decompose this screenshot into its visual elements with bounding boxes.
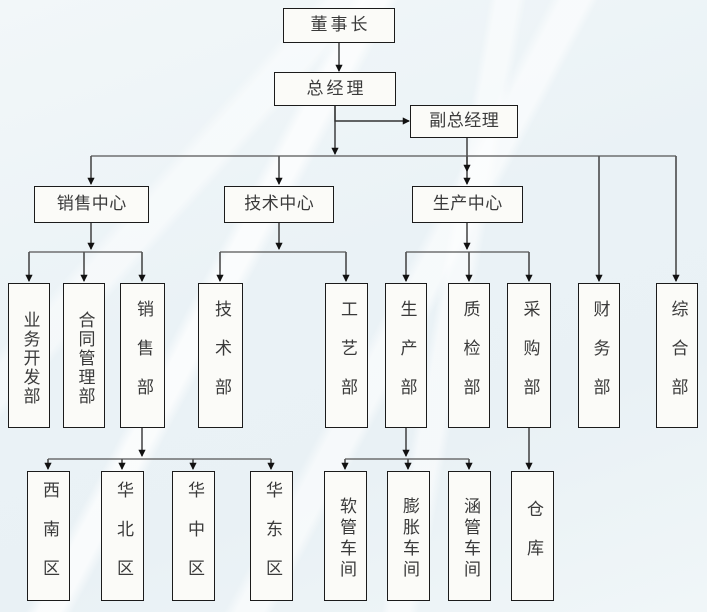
node-finance-dept[interactable]: 财务部 [578,283,620,428]
node-tech-dept[interactable]: 技术部 [198,283,243,428]
node-southwest-region-label: 西南区 [39,480,59,598]
node-business-dev-dept[interactable]: 业务开发部 [8,283,50,428]
node-deputy-general-manager[interactable]: 副总经理 [410,105,518,138]
edge-gm-to-deputy [334,106,411,125]
node-general-manager-label: 总经理 [306,78,367,99]
node-quality-dept[interactable]: 质检部 [448,283,490,428]
node-chairman-label: 董事长 [310,15,371,35]
node-craft-dept-label: 工艺部 [337,300,357,417]
node-southwest-region[interactable]: 西南区 [27,471,70,601]
node-north-region[interactable]: 华北区 [101,471,144,601]
node-admin-dept-label: 综合部 [667,300,688,417]
node-north-region-label: 华北区 [113,480,133,598]
node-culvert-workshop[interactable]: 涵管车间 [448,471,491,601]
node-culvert-workshop-label: 涵管车间 [460,497,480,581]
node-production-dept[interactable]: 生产部 [385,283,427,428]
node-sales-center-label: 销售中心 [56,194,127,214]
node-chairman[interactable]: 董事长 [283,8,395,43]
node-production-center-label: 生产中心 [432,194,503,214]
node-tech-center[interactable]: 技术中心 [224,186,334,223]
node-contract-mgmt-dept[interactable]: 合同管理部 [63,283,105,428]
node-tech-dept-label: 技术部 [211,300,231,417]
node-business-dev-dept-label: 业务开发部 [19,311,40,406]
node-sales-dept[interactable]: 销售部 [120,283,165,428]
node-finance-dept-label: 财务部 [589,300,610,417]
node-east-region-label: 华东区 [262,480,282,598]
node-purchasing-dept-label: 采购部 [519,300,540,417]
node-tech-center-label: 技术中心 [244,194,315,214]
node-production-center[interactable]: 生产中心 [412,186,523,223]
node-craft-dept[interactable]: 工艺部 [325,283,368,428]
node-central-region-label: 华中区 [184,480,204,598]
node-warehouse-label: 仓库 [523,500,543,578]
node-quality-dept-label: 质检部 [459,300,480,417]
node-warehouse[interactable]: 仓库 [511,471,554,601]
node-hose-workshop[interactable]: 软管车间 [324,471,367,601]
node-production-dept-label: 生产部 [396,300,417,417]
node-admin-dept[interactable]: 综合部 [656,283,698,428]
node-expansion-workshop-label: 膨胀车间 [399,497,419,581]
node-hose-workshop-label: 软管车间 [336,497,356,581]
node-deputy-general-manager-label: 副总经理 [429,111,500,131]
node-expansion-workshop[interactable]: 膨胀车间 [387,471,430,601]
node-purchasing-dept[interactable]: 采购部 [507,283,551,428]
node-central-region[interactable]: 华中区 [172,471,215,601]
node-sales-dept-label: 销售部 [133,300,153,417]
node-contract-mgmt-dept-label: 合同管理部 [74,311,95,406]
node-sales-center[interactable]: 销售中心 [34,186,149,223]
node-general-manager[interactable]: 总经理 [274,72,396,106]
node-east-region[interactable]: 华东区 [250,471,293,601]
